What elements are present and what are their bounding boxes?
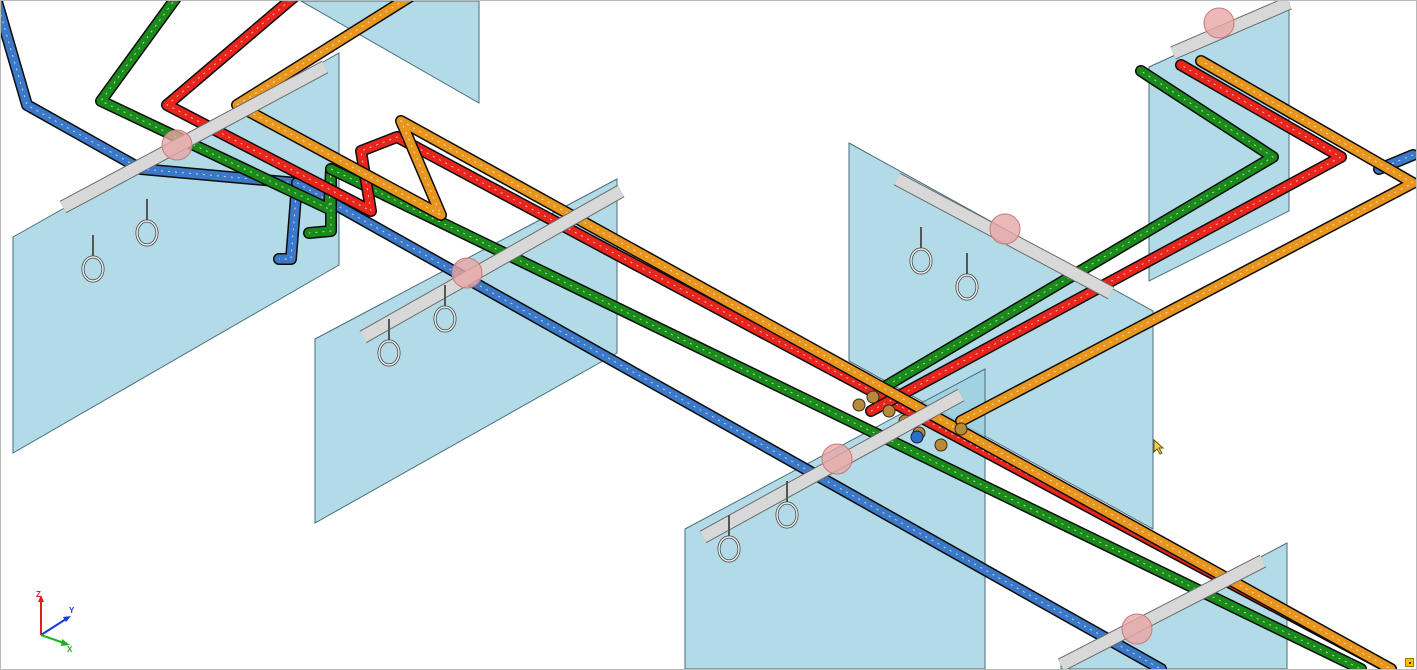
pipe-supports bbox=[59, 1, 1292, 669]
support-marker bbox=[989, 213, 1021, 245]
y-axis-label: Y bbox=[69, 606, 75, 615]
support-marker bbox=[451, 257, 483, 289]
wall-panel bbox=[299, 1, 480, 104]
pipe-orange bbox=[232, 1, 1396, 669]
support-bar bbox=[60, 61, 328, 213]
axis-triad: Z Y X bbox=[36, 590, 75, 653]
valve-fitting bbox=[954, 422, 968, 436]
x-axis-arrow bbox=[40, 634, 65, 644]
mouse-cursor-icon bbox=[1153, 439, 1165, 455]
z-axis-label: Z bbox=[36, 590, 41, 599]
x-axis-label: X bbox=[67, 645, 73, 653]
hanger-ring-highlight bbox=[378, 340, 400, 366]
support-marker bbox=[821, 443, 853, 475]
support-bar bbox=[1058, 555, 1266, 669]
wall-panels bbox=[12, 1, 1290, 669]
hanger-ring-highlight bbox=[82, 256, 104, 282]
pipe-red bbox=[866, 60, 1346, 416]
hanger-ring-highlight bbox=[910, 248, 932, 274]
valve-fitting bbox=[882, 404, 896, 418]
pipe-blue-texture bbox=[296, 182, 1162, 669]
view-options-icon[interactable] bbox=[1405, 658, 1414, 667]
pipe-orange-texture bbox=[960, 60, 1415, 422]
hanger-ring-highlight bbox=[776, 502, 798, 528]
support-bar bbox=[360, 185, 624, 343]
valve-fitting bbox=[866, 390, 880, 404]
hanger-ring-highlight bbox=[434, 306, 456, 332]
pipe-green-texture bbox=[880, 70, 1274, 390]
support-marker bbox=[161, 129, 193, 161]
valve-fitting bbox=[934, 438, 948, 452]
support-marker bbox=[1121, 613, 1153, 645]
valve-fitting bbox=[852, 398, 866, 412]
hanger-ring-highlight bbox=[718, 536, 740, 562]
y-axis-arrow bbox=[40, 618, 67, 636]
hanger-ring-highlight bbox=[136, 220, 158, 246]
support-marker bbox=[1203, 7, 1235, 39]
pipe-green-texture bbox=[100, 1, 332, 234]
hanger-ring-highlight bbox=[956, 274, 978, 300]
pipe-blue bbox=[1, 1, 302, 264]
wall-panel bbox=[1148, 2, 1290, 282]
valve-fitting bbox=[910, 430, 924, 444]
